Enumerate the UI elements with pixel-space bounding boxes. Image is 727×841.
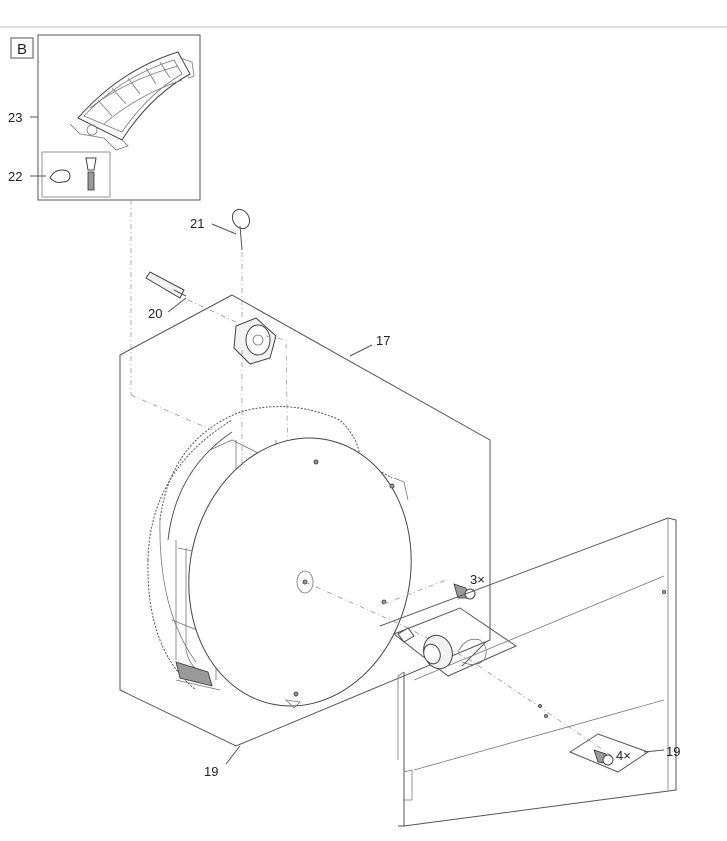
callout-23: 23 — [8, 110, 22, 125]
shaft-pin — [145, 271, 187, 299]
section-label: B — [17, 41, 27, 58]
callout-22: 22 — [8, 169, 22, 184]
cap-detail — [393, 607, 518, 677]
clip-and-screw — [41, 151, 111, 198]
assembly-frame-17 — [119, 294, 491, 747]
callout-19-right: 19 — [666, 744, 680, 759]
callout-4x: 4× — [616, 748, 631, 763]
callout-21: 21 — [190, 216, 204, 231]
filter-grille — [69, 51, 195, 151]
hub-flange — [233, 317, 289, 479]
detail-box-b: B — [10, 34, 201, 201]
side-panel — [379, 517, 677, 827]
ring-pin — [231, 208, 251, 251]
screw-4x-detail — [568, 733, 650, 773]
callout-19-bottom: 19 — [204, 764, 218, 779]
callout-20: 20 — [148, 306, 162, 321]
callout-3x: 3× — [470, 572, 485, 587]
drum-assembly — [147, 406, 412, 709]
callout-17: 17 — [376, 333, 390, 348]
